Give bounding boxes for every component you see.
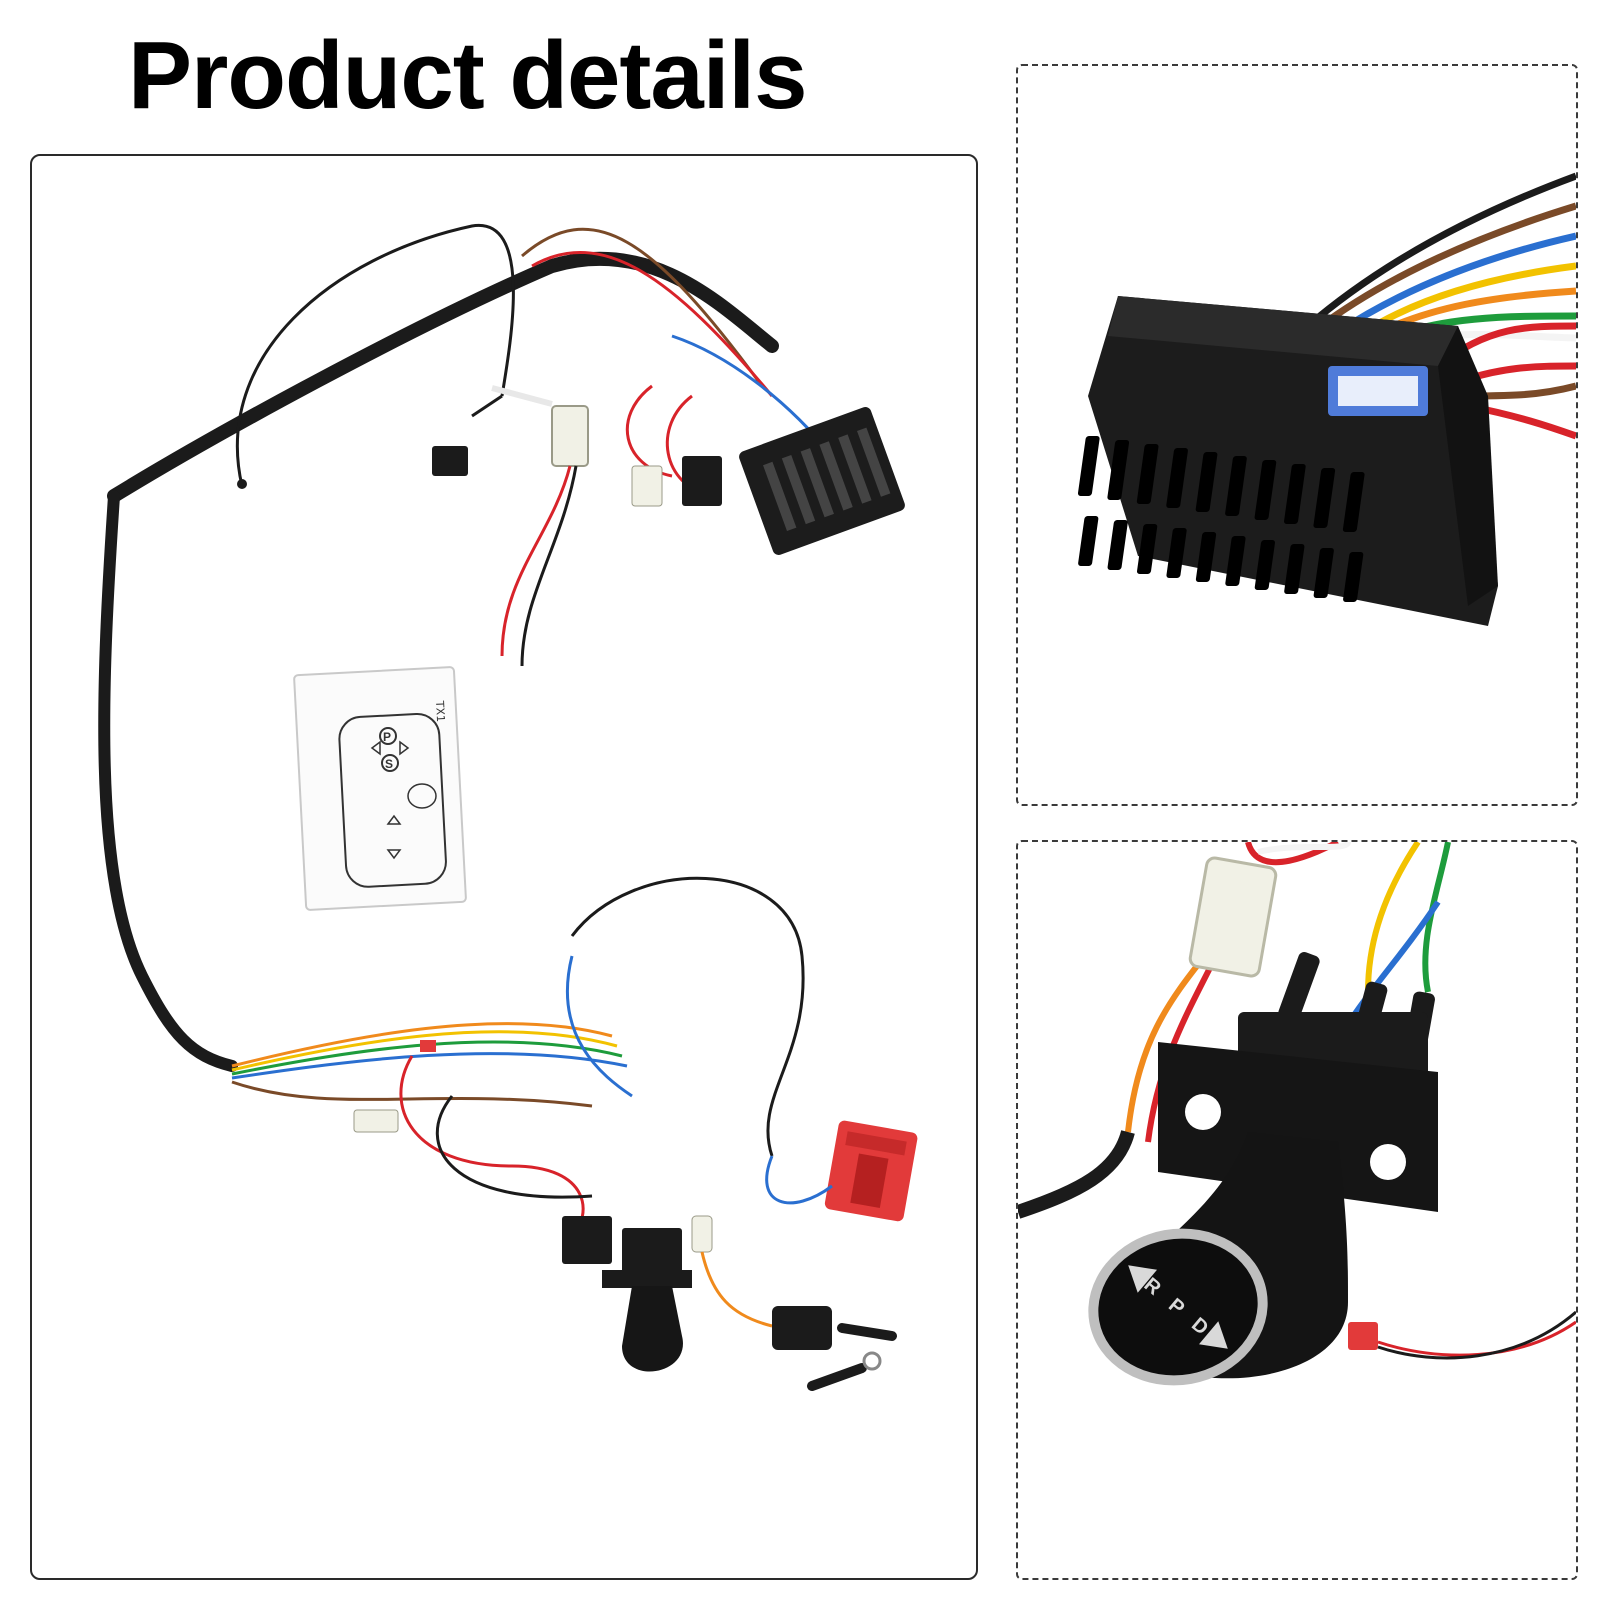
controller-plug	[682, 456, 722, 506]
key-switch	[772, 1306, 832, 1350]
wire-yellow	[1365, 842, 1421, 993]
remote-round-button	[407, 783, 437, 809]
wire-blue	[1336, 232, 1576, 335]
white-connector-lower	[353, 1109, 399, 1133]
rocker-switch-1	[562, 1216, 612, 1264]
wire-brown	[521, 227, 764, 387]
wire-red-loop	[625, 384, 673, 478]
controller-closeup	[1077, 172, 1576, 626]
wire-orange	[231, 1022, 613, 1068]
red-mini-connector	[420, 1040, 436, 1052]
page-title: Product details	[128, 22, 807, 129]
wire-yellow	[231, 1030, 618, 1072]
wire-red-lower	[399, 1055, 585, 1238]
detail-panel-controller	[1016, 64, 1578, 806]
black-socket	[432, 446, 468, 476]
remote-model-label: TX1	[433, 699, 447, 722]
key-icon	[837, 1323, 897, 1341]
detail-panel-gear-shifter: R P D	[1016, 840, 1578, 1580]
white-connector-key	[691, 1215, 713, 1253]
up-arrow-icon	[386, 814, 402, 825]
wire-orange	[1125, 950, 1211, 1133]
wire-red-tail	[500, 465, 572, 657]
thin-wire-loop	[235, 224, 515, 487]
down-arrow-icon	[386, 849, 402, 860]
cable-tie	[491, 385, 553, 407]
remote-button-s: S	[385, 757, 393, 771]
left-arrow-icon	[370, 740, 381, 756]
rocker-switch-2	[622, 1228, 682, 1278]
wire-black-loop	[570, 876, 805, 1157]
remote-card: TX1 P S	[293, 666, 467, 911]
key-icon-2	[807, 1363, 867, 1391]
wire-blue-loop	[565, 955, 633, 1098]
red-mini-connector	[1348, 1322, 1378, 1350]
wire-black-tail	[520, 465, 578, 667]
wire-terminal	[237, 479, 247, 489]
wire-blue-lower	[231, 1052, 628, 1080]
wiring-harness-illustration: TX1 P S	[98, 224, 918, 1391]
remote-button-p: P	[383, 730, 391, 744]
wire-brown-lower	[231, 1080, 593, 1108]
white-plug	[631, 465, 663, 507]
right-arrow-icon	[399, 740, 410, 756]
wire-brown	[1315, 202, 1576, 331]
vent-slots	[1077, 436, 1365, 602]
main-sheath-cable-down	[98, 490, 238, 1072]
wire-red	[531, 250, 774, 397]
red-power-switch	[824, 1120, 918, 1222]
mounting-plate	[1158, 1042, 1438, 1212]
gear-knob-small	[622, 1286, 683, 1372]
white-connector	[551, 405, 589, 467]
white-connector	[1188, 856, 1278, 978]
main-product-panel: TX1 P S	[30, 154, 978, 1580]
gear-shifter-closeup: R P D	[1018, 842, 1576, 1386]
